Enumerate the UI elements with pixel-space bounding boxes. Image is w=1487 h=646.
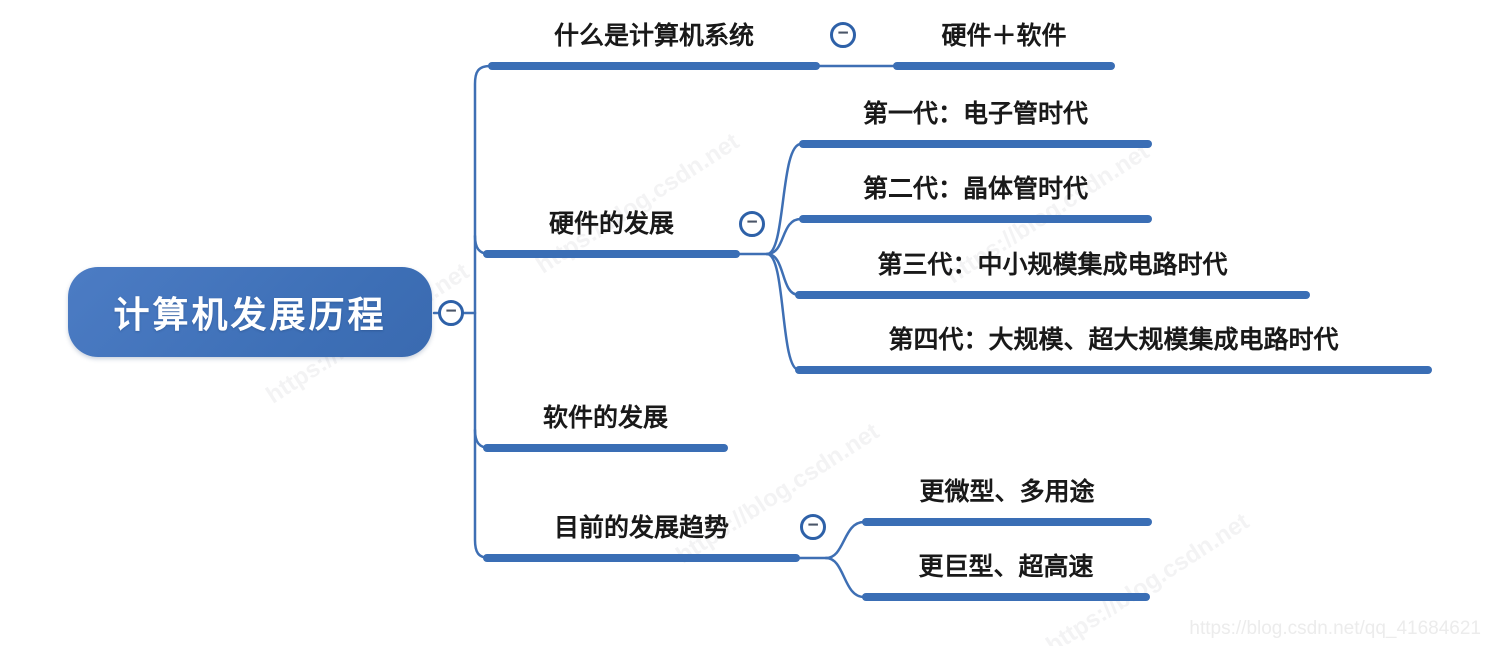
collapse-icon-current-trends[interactable]: −: [800, 514, 826, 540]
node-label: 目前的发展趋势: [553, 514, 729, 542]
node-label: 第一代：电子管时代: [862, 100, 1088, 128]
node-label: 什么是计算机系统: [553, 22, 754, 50]
node-underline: [799, 140, 1152, 148]
root-label: 计算机发展历程: [113, 294, 387, 335]
node-underline: [795, 366, 1432, 374]
node-label: 第三代：中小规模集成电路时代: [877, 251, 1228, 279]
node-underline: [799, 215, 1152, 223]
node-generation-4[interactable]: 第四代：大规模、超大规模集成电路时代: [795, 322, 1432, 374]
node-generation-1[interactable]: 第一代：电子管时代: [799, 96, 1152, 148]
node-underline: [488, 62, 820, 70]
node-label: 更微型、多用途: [919, 478, 1095, 506]
node-generation-2[interactable]: 第二代：晶体管时代: [799, 171, 1152, 223]
node-underline: [483, 444, 728, 452]
collapse-icon-what-is-computer-system[interactable]: −: [830, 22, 856, 48]
node-current-trends[interactable]: 目前的发展趋势: [483, 510, 800, 562]
collapse-icon-hardware-development[interactable]: −: [739, 211, 765, 237]
node-label: 第四代：大规模、超大规模集成电路时代: [888, 326, 1339, 354]
node-underline: [862, 593, 1150, 601]
node-generation-3[interactable]: 第三代：中小规模集成电路时代: [795, 247, 1310, 299]
node-hardware-development[interactable]: 硬件的发展: [483, 206, 740, 258]
node-root[interactable]: 计算机发展历程: [68, 267, 432, 357]
node-label: 第二代：晶体管时代: [862, 175, 1088, 203]
node-label: 硬件的发展: [548, 210, 674, 238]
node-trend-giant-highspeed[interactable]: 更巨型、超高速: [862, 549, 1150, 601]
node-what-is-computer-system[interactable]: 什么是计算机系统: [488, 18, 820, 70]
node-underline: [893, 62, 1115, 70]
minus-glyph: −: [445, 301, 457, 322]
node-software-development[interactable]: 软件的发展: [483, 400, 728, 452]
node-underline: [862, 518, 1152, 526]
csdn-watermark: https://blog.csdn.net/qq_41684621: [1189, 618, 1481, 639]
node-underline: [483, 250, 740, 258]
node-hardware-plus-software[interactable]: 硬件＋软件: [893, 18, 1115, 70]
collapse-icon-root[interactable]: −: [438, 300, 464, 326]
node-underline: [795, 291, 1310, 299]
minus-glyph: −: [837, 23, 849, 44]
node-trend-miniature-multipurpose[interactable]: 更微型、多用途: [862, 474, 1152, 526]
node-underline: [483, 554, 800, 562]
node-label: 软件的发展: [542, 404, 668, 432]
minus-glyph: −: [746, 212, 758, 233]
node-label: 硬件＋软件: [941, 22, 1067, 50]
node-label: 更巨型、超高速: [918, 553, 1094, 581]
minus-glyph: −: [807, 515, 819, 536]
